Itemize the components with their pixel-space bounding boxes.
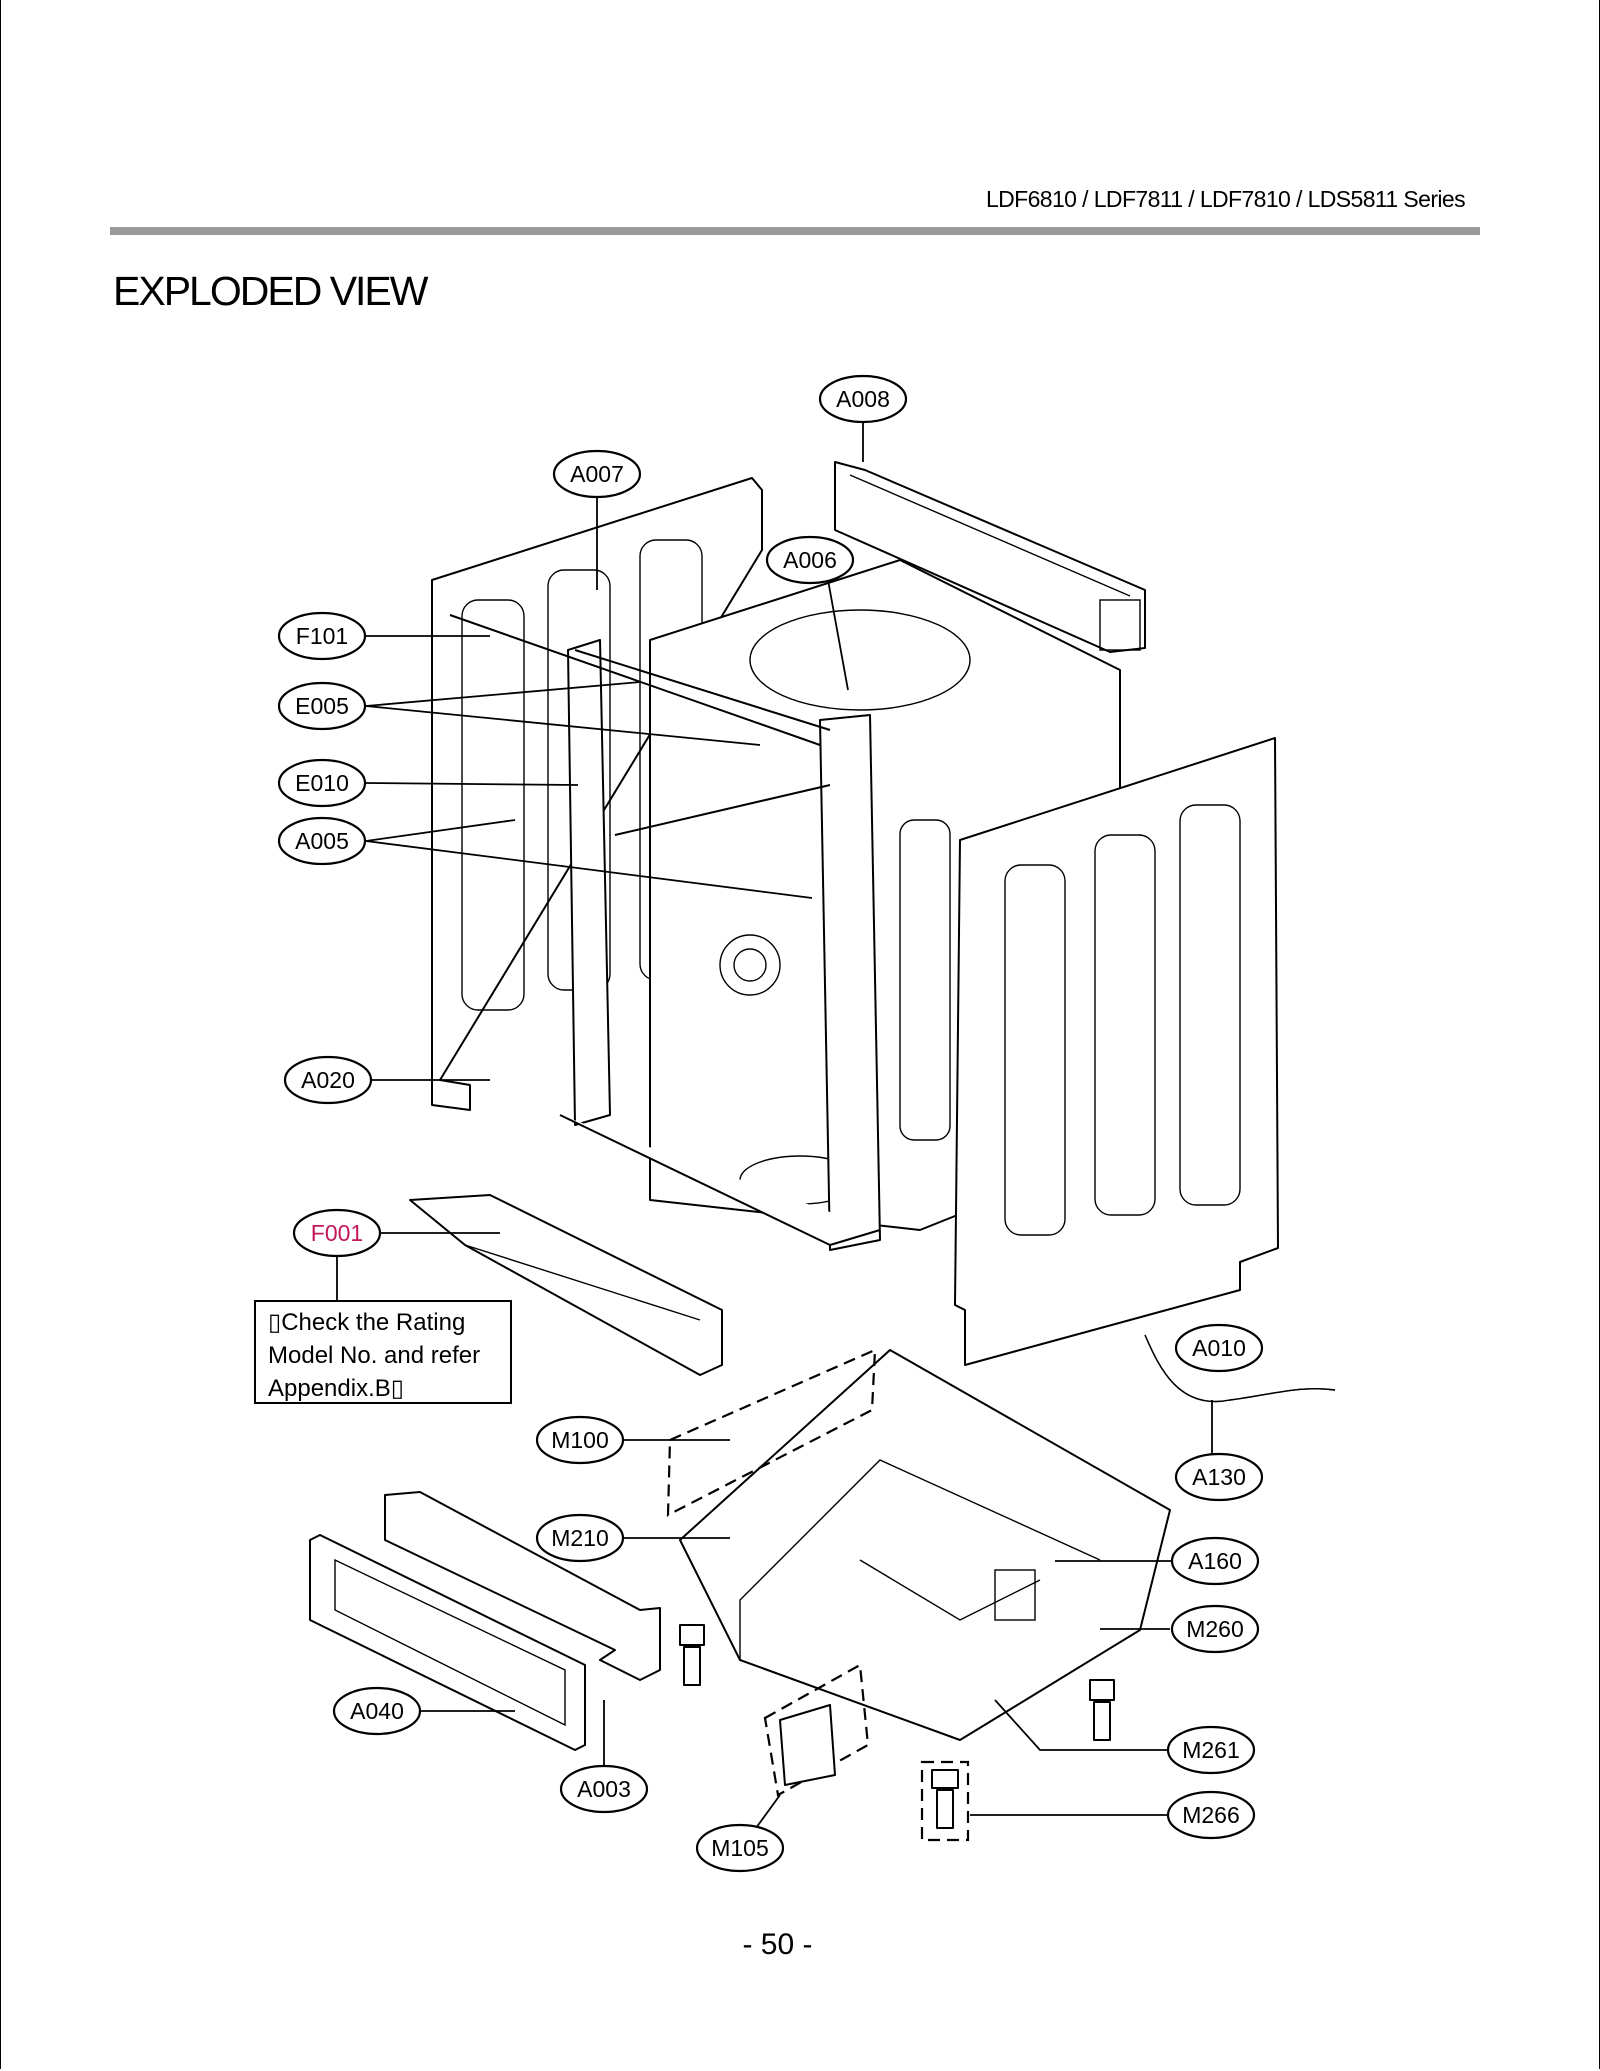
callout-a010: A010 bbox=[1174, 1323, 1264, 1373]
dashed-group-m266 bbox=[920, 1760, 970, 1842]
page-number: - 50 - bbox=[742, 1928, 813, 1961]
svg-text:A160: A160 bbox=[1188, 1548, 1242, 1574]
note-line-3: Appendix.B▯ bbox=[268, 1375, 404, 1402]
callout-a007: A007 bbox=[552, 449, 642, 499]
rating-note-box: ▯Check the Rating Model No. and refer Ap… bbox=[254, 1300, 512, 1404]
callout-a008: A008 bbox=[818, 374, 908, 424]
callout-a160: A160 bbox=[1170, 1536, 1260, 1586]
foot-left bbox=[679, 1624, 705, 1686]
svg-text:A010: A010 bbox=[1192, 1335, 1246, 1361]
callout-a006: A006 bbox=[765, 535, 855, 585]
svg-text:M261: M261 bbox=[1182, 1737, 1240, 1763]
svg-text:M100: M100 bbox=[551, 1427, 609, 1453]
svg-text:F101: F101 bbox=[296, 623, 348, 649]
dashed-group-m100 bbox=[666, 1348, 877, 1517]
note-line-1: ▯Check the Rating bbox=[268, 1309, 466, 1336]
svg-text:E010: E010 bbox=[295, 770, 349, 796]
front-trim-a040 bbox=[309, 1534, 586, 1751]
drain-hose-a130 bbox=[1144, 1334, 1336, 1403]
right-side-panel-a010 bbox=[954, 737, 1279, 1366]
callout-m266: M266 bbox=[1166, 1790, 1256, 1840]
callout-m261: M261 bbox=[1166, 1725, 1256, 1775]
callout-a040: A040 bbox=[332, 1686, 422, 1736]
callout-e010: E010 bbox=[277, 758, 367, 808]
svg-text:A003: A003 bbox=[577, 1776, 631, 1802]
svg-text:A008: A008 bbox=[836, 386, 890, 412]
page-title: EXPLODED VIEW bbox=[113, 268, 428, 314]
callout-m210: M210 bbox=[535, 1513, 625, 1563]
svg-text:M210: M210 bbox=[551, 1525, 609, 1551]
callout-m105: M105 bbox=[695, 1823, 785, 1873]
front-frame bbox=[449, 614, 881, 1251]
callout-m260: M260 bbox=[1170, 1604, 1260, 1654]
callout-a003: A003 bbox=[559, 1764, 649, 1814]
header-rule bbox=[110, 227, 1480, 235]
foot-right bbox=[1089, 1679, 1115, 1741]
svg-text:M105: M105 bbox=[711, 1835, 769, 1861]
callout-m100: M100 bbox=[535, 1415, 625, 1465]
svg-text:A130: A130 bbox=[1192, 1464, 1246, 1490]
top-cover-a008 bbox=[834, 461, 1146, 653]
callout-f001: F001 bbox=[292, 1208, 382, 1258]
kick-rail-f001 bbox=[409, 1194, 723, 1376]
svg-text:A040: A040 bbox=[350, 1698, 404, 1724]
svg-text:F001: F001 bbox=[311, 1220, 363, 1246]
callout-a130: A130 bbox=[1174, 1452, 1264, 1502]
svg-text:A020: A020 bbox=[301, 1067, 355, 1093]
callout-e005: E005 bbox=[277, 681, 367, 731]
note-line-2: Model No. and refer bbox=[268, 1342, 481, 1369]
dashed-group-m105 bbox=[763, 1663, 870, 1797]
svg-text:A007: A007 bbox=[570, 461, 624, 487]
callout-f101: F101 bbox=[277, 611, 367, 661]
svg-text:E005: E005 bbox=[295, 693, 349, 719]
svg-text:M260: M260 bbox=[1186, 1616, 1244, 1642]
toe-kick-a003 bbox=[384, 1491, 661, 1681]
base-assembly-m260 bbox=[679, 1349, 1171, 1741]
svg-text:A005: A005 bbox=[295, 828, 349, 854]
callout-a020: A020 bbox=[283, 1055, 373, 1105]
svg-text:A006: A006 bbox=[783, 547, 837, 573]
svg-text:M266: M266 bbox=[1182, 1802, 1240, 1828]
callout-a005: A005 bbox=[277, 816, 367, 866]
series-header: LDF6810 / LDF7811 / LDF7810 / LDS5811 Se… bbox=[985, 186, 1466, 212]
